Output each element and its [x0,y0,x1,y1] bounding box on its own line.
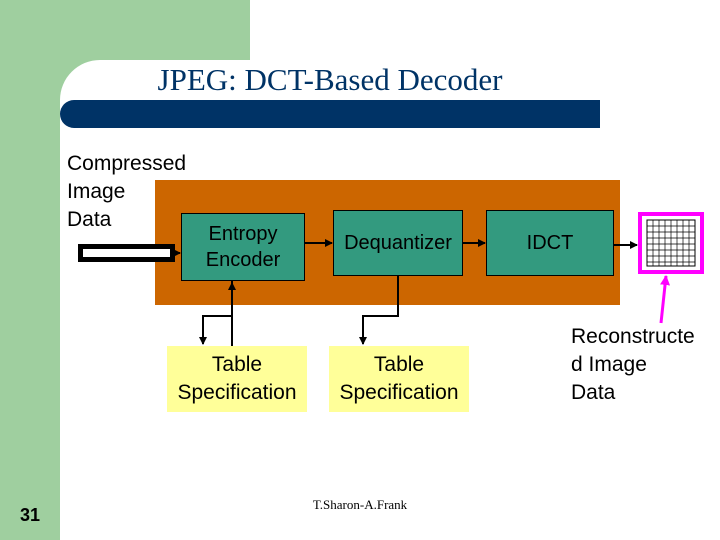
slide-title: JPEG: DCT-Based Decoder [157,62,503,97]
reconstructed-image-grid [638,212,704,274]
input-label-line-2: Image [67,180,126,203]
output-label-line-1: Reconstructe [571,325,695,348]
dequantizer-label: Dequantizer [344,232,452,254]
input-label-line-1: Compressed [67,152,187,175]
entropy-encoder-box: Entropy Encoder [181,213,305,281]
dequantizer-box: Dequantizer [333,210,463,276]
table-spec-2-line-2: Specification [339,381,459,404]
table-spec-2: Table Specification [329,346,469,412]
output-label: Reconstructe d Image Data [571,323,695,407]
table-spec-2-line-1: Table [373,353,425,376]
page-number: 31 [19,505,41,525]
table-spec-1-line-2: Specification [177,381,297,404]
footer-author: T.Sharon-A.Frank [312,497,408,512]
input-label-line-3: Data [67,208,112,231]
connector-entropy-table [199,281,233,345]
output-label-line-2: d Image [571,353,647,376]
input-label: Compressed Image Data [67,150,186,234]
table-spec-1: Table Specification [167,346,307,412]
output-pointer-arrow [659,275,671,324]
accent-green-left [0,0,60,540]
table-spec-1-line-1: Table [211,353,263,376]
idct-label: IDCT [526,232,574,254]
entropy-label-line-1: Entropy [208,223,278,245]
compressed-data-block [78,244,175,262]
connector-dequantizer-table [359,276,399,345]
idct-box: IDCT [486,210,614,276]
entropy-label-line-2: Encoder [205,249,281,271]
title-underline-bar [60,100,600,128]
output-label-line-3: Data [571,381,616,404]
